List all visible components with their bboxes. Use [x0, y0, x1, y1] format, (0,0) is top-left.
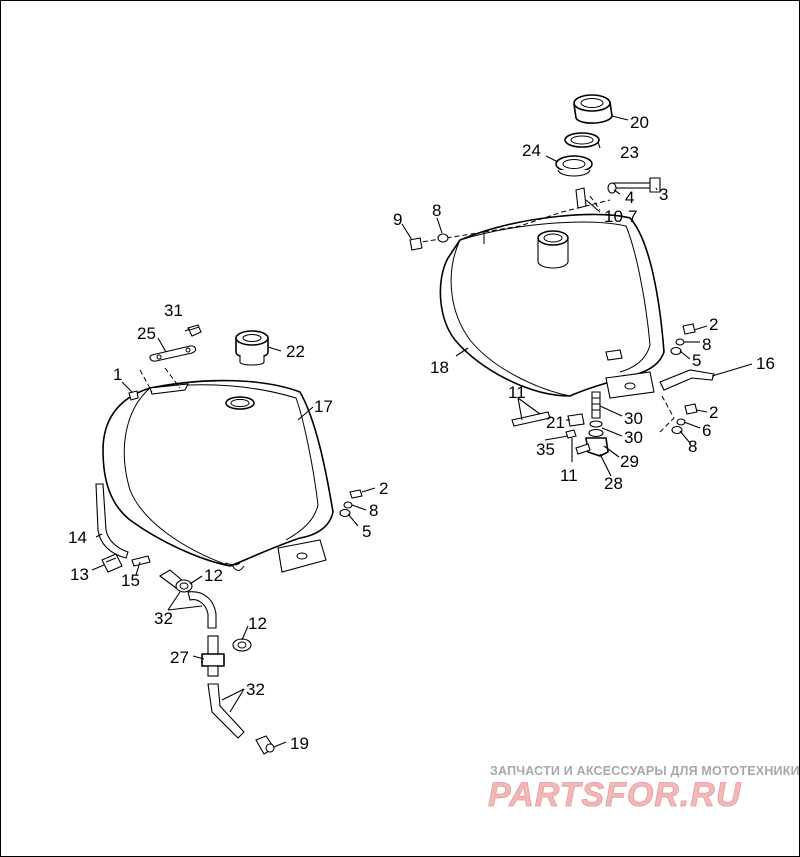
- callout-2-left: 2: [379, 479, 388, 498]
- callout-32-lower: 32: [246, 680, 265, 699]
- callout-8-left: 8: [369, 501, 378, 520]
- callout-32-upper: 32: [154, 609, 173, 628]
- callout-5-right: 5: [692, 351, 701, 370]
- callout-4: 4: [625, 188, 634, 207]
- fitting-19: [255, 735, 275, 755]
- callout-25: 25: [137, 324, 156, 343]
- callout-2-right-upper: 2: [709, 315, 718, 334]
- callout-20: 20: [630, 113, 649, 132]
- washer-4: [607, 182, 617, 194]
- callout-24: 24: [522, 141, 541, 160]
- callout-11-upper: 11: [508, 383, 526, 402]
- bolt-washer-2-6-8-right-lower: [671, 403, 698, 435]
- bracket-25: [149, 345, 197, 362]
- hose-14: [95, 483, 129, 559]
- callout-8-top: 8: [432, 201, 441, 220]
- bolt-1: [128, 390, 139, 401]
- callout-3: 3: [659, 185, 668, 204]
- callout-29: 30: [624, 409, 643, 428]
- right-fuel-tank: [414, 199, 665, 399]
- callout-22: 22: [286, 342, 305, 361]
- bolt-washer-2-8-5-left: [339, 489, 363, 518]
- callout-12-lower: 12: [248, 614, 267, 633]
- watermark: ЗАПЧАСТИ И АКСЕССУАРЫ ДЛЯ МОТОТЕХНИКИ PA…: [488, 764, 800, 814]
- callout-27: 27: [170, 648, 189, 667]
- watermark-logo: PARTSFOR.RU: [488, 776, 742, 814]
- callout-labels: 31 25 1 22 17 2 8 5 14 13 15 12 32 12 27…: [68, 113, 775, 753]
- hose-11-upper: [511, 411, 551, 427]
- callout-10: 10: [604, 207, 623, 226]
- hose-32-lower: [207, 683, 245, 739]
- callout-19: 19: [290, 734, 309, 753]
- callout-7: 7: [628, 207, 637, 226]
- valve-27: [201, 635, 225, 677]
- callout-16: 16: [756, 354, 775, 373]
- fitting-15: [131, 555, 151, 567]
- gas-cap-20: [573, 94, 613, 124]
- leader-lines: [91, 115, 753, 748]
- bracket-16: [659, 369, 715, 391]
- callout-8-right-upper: 8: [702, 335, 711, 354]
- valve-assembly-26: [575, 391, 609, 457]
- callout-14: 14: [68, 528, 87, 547]
- hose-11-lower: [565, 429, 577, 439]
- cap-nut-9: [409, 237, 423, 251]
- washer-8-top: [437, 233, 449, 243]
- clamp-12-upper: [175, 579, 193, 593]
- left-fuel-tank: [102, 379, 334, 573]
- watermark-tagline: ЗАПЧАСТИ И АКСЕССУАРЫ ДЛЯ МОТОТЕХНИКИ: [490, 764, 800, 778]
- callout-5-left: 5: [362, 522, 371, 541]
- callout-35: 35: [536, 440, 555, 459]
- bolt-washer-2-8-5-right-upper: [670, 323, 696, 356]
- callout-1: 1: [113, 365, 122, 384]
- callout-8-right-lower: 8: [688, 437, 697, 456]
- plate-21: [567, 413, 585, 427]
- callout-13: 13: [70, 565, 89, 584]
- bolt-3: [613, 177, 661, 193]
- callout-28: 29: [620, 452, 639, 471]
- callout-6: 6: [702, 421, 711, 440]
- flange-24: [555, 155, 593, 177]
- callout-9: 9: [393, 210, 402, 229]
- callout-12-upper: 12: [204, 566, 223, 585]
- callout-18: 18: [430, 358, 449, 377]
- callout-17: 17: [314, 397, 333, 416]
- callout-31: 31: [164, 301, 183, 320]
- callout-21: 21: [546, 413, 565, 432]
- callout-26: 28: [604, 474, 623, 493]
- bracket-10-7: [575, 187, 587, 209]
- callout-23: 23: [620, 143, 639, 162]
- clamp-12-lower: [232, 638, 252, 652]
- callout-11-lower: 11: [560, 466, 578, 485]
- gasket-23: [564, 132, 600, 148]
- cap-nut-31: [187, 324, 202, 337]
- callout-2-right-lower: 2: [709, 403, 718, 422]
- callout-15: 15: [121, 571, 140, 590]
- gas-cap-22: [235, 330, 269, 366]
- callout-30: 30: [624, 428, 643, 447]
- clip-13: [101, 553, 123, 573]
